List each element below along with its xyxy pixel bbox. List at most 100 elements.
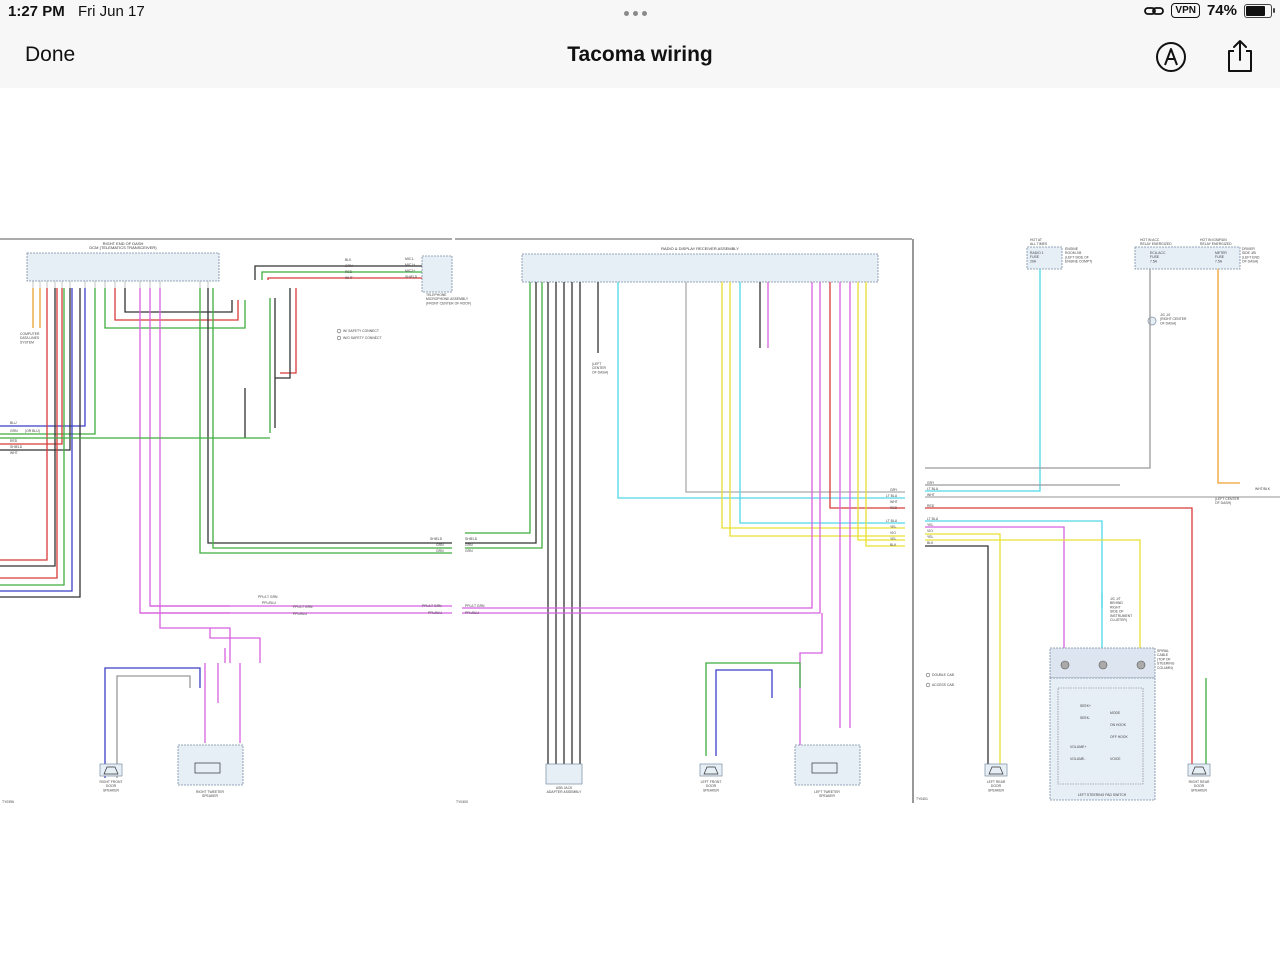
svg-text:GRY: GRY bbox=[890, 488, 898, 492]
svg-text:BLK: BLK bbox=[890, 543, 897, 547]
svg-text:PPL/BLU: PPL/BLU bbox=[465, 611, 479, 615]
svg-text:OFF HOOK: OFF HOOK bbox=[1110, 735, 1128, 739]
svg-text:SHIELD: SHIELD bbox=[465, 537, 478, 541]
svg-text:VOICE: VOICE bbox=[1110, 757, 1121, 761]
vpn-badge: VPN bbox=[1171, 3, 1200, 18]
svg-text:VIO: VIO bbox=[927, 529, 933, 533]
svg-text:BLK: BLK bbox=[927, 541, 934, 545]
svg-text:WHT: WHT bbox=[345, 276, 353, 280]
panel3-wire-text: GRY LT BLU WHT RED LT BLU YEL VIO YEL BL… bbox=[925, 481, 1271, 688]
panel2-wire-text: SHIELD GRN GRN PPL/LT GRN PPL/BLU PPL/LT… bbox=[422, 488, 898, 615]
radio-display-receiver bbox=[521, 253, 879, 283]
svg-text:LT BLU: LT BLU bbox=[927, 517, 939, 521]
svg-text:GRN: GRN bbox=[436, 543, 444, 547]
svg-text:VOLUME+: VOLUME+ bbox=[1070, 745, 1086, 749]
steering-switch-label: LEFT STEERING PAD SWITCH bbox=[1078, 793, 1127, 797]
telephone-mic-component bbox=[421, 255, 453, 293]
svg-text:YEL: YEL bbox=[927, 535, 934, 539]
svg-text:MIC2+: MIC2+ bbox=[405, 269, 415, 273]
document-title: Tacoma wiring bbox=[567, 43, 713, 66]
panel1-wire-text: BLU GRN (OR BLU) RED SHIELD WHT PPL/LT G… bbox=[10, 257, 444, 616]
dcm-connector-pins bbox=[32, 281, 209, 288]
svg-text:GRY: GRY bbox=[927, 481, 935, 485]
multitasking-dots-icon[interactable] bbox=[624, 5, 647, 16]
share-icon[interactable] bbox=[1224, 38, 1256, 74]
legend-no-safety-connect: W/O SAFETY CONNECT bbox=[343, 336, 382, 340]
svg-text:VOLUME-: VOLUME- bbox=[1070, 757, 1085, 761]
svg-text:WHT/BLK: WHT/BLK bbox=[1255, 487, 1271, 491]
svg-text:WHT: WHT bbox=[927, 493, 935, 497]
svg-text:GRN: GRN bbox=[10, 429, 18, 433]
driver-side-jb-box bbox=[1134, 246, 1241, 270]
svg-text:GRN: GRN bbox=[465, 543, 473, 547]
link-icon bbox=[1144, 6, 1165, 15]
svg-text:LT BLU: LT BLU bbox=[886, 494, 898, 498]
svg-text:PPL/LT GRN: PPL/LT GRN bbox=[422, 604, 442, 608]
svg-text:PPL/LT GRN: PPL/LT GRN bbox=[465, 604, 485, 608]
access-cab-label: ACCESS CAB bbox=[932, 683, 955, 687]
svg-text:MIC1-: MIC1- bbox=[405, 257, 414, 261]
svg-text:PPL/BLU: PPL/BLU bbox=[428, 611, 442, 615]
svg-text:GRN: GRN bbox=[465, 549, 473, 553]
status-bar: 1:27 PM Fri Jun 17 VPN 74% bbox=[0, 0, 1280, 26]
panel2-page-code: TY0400 bbox=[456, 800, 468, 804]
done-button[interactable]: Done bbox=[25, 43, 76, 66]
battery-icon bbox=[1244, 3, 1275, 18]
radio-receiver-label: RADIO & DISPLAY RECEIVER ASSEMBLY bbox=[661, 246, 739, 251]
svg-text:LT BLU: LT BLU bbox=[886, 519, 898, 523]
markup-pen-icon[interactable] bbox=[1154, 40, 1188, 74]
svg-text:RED: RED bbox=[10, 439, 18, 443]
left-steering-pad-switch bbox=[1049, 677, 1156, 801]
svg-text:SHIELD: SHIELD bbox=[405, 275, 418, 279]
svg-text:BLU: BLU bbox=[10, 421, 17, 425]
svg-text:PPL/BLU: PPL/BLU bbox=[293, 612, 307, 616]
radio-fuse-box bbox=[1026, 246, 1063, 270]
panel1-page-code: TY0396 bbox=[2, 800, 14, 804]
svg-text:RED: RED bbox=[927, 504, 935, 508]
svg-text:PPL/LT GRN: PPL/LT GRN bbox=[258, 595, 278, 599]
svg-text:MODE: MODE bbox=[1110, 711, 1121, 715]
battery-percent: 74% bbox=[1206, 2, 1237, 19]
status-time: 1:27 PM bbox=[8, 3, 65, 20]
svg-text:SHIELD: SHIELD bbox=[10, 445, 23, 449]
svg-text:SEEK-: SEEK- bbox=[1080, 716, 1090, 720]
legend-safety-connect: W/ SAFETY CONNECT bbox=[343, 329, 379, 333]
svg-text:PPL/LT GRN: PPL/LT GRN bbox=[293, 605, 313, 609]
svg-text:RED: RED bbox=[890, 506, 898, 510]
svg-text:YEL: YEL bbox=[890, 525, 897, 529]
svg-text:PPL/BLU: PPL/BLU bbox=[262, 601, 276, 605]
svg-text:YEL: YEL bbox=[927, 523, 934, 527]
svg-text:BLK: BLK bbox=[345, 258, 352, 262]
panel1-wires bbox=[0, 265, 452, 778]
